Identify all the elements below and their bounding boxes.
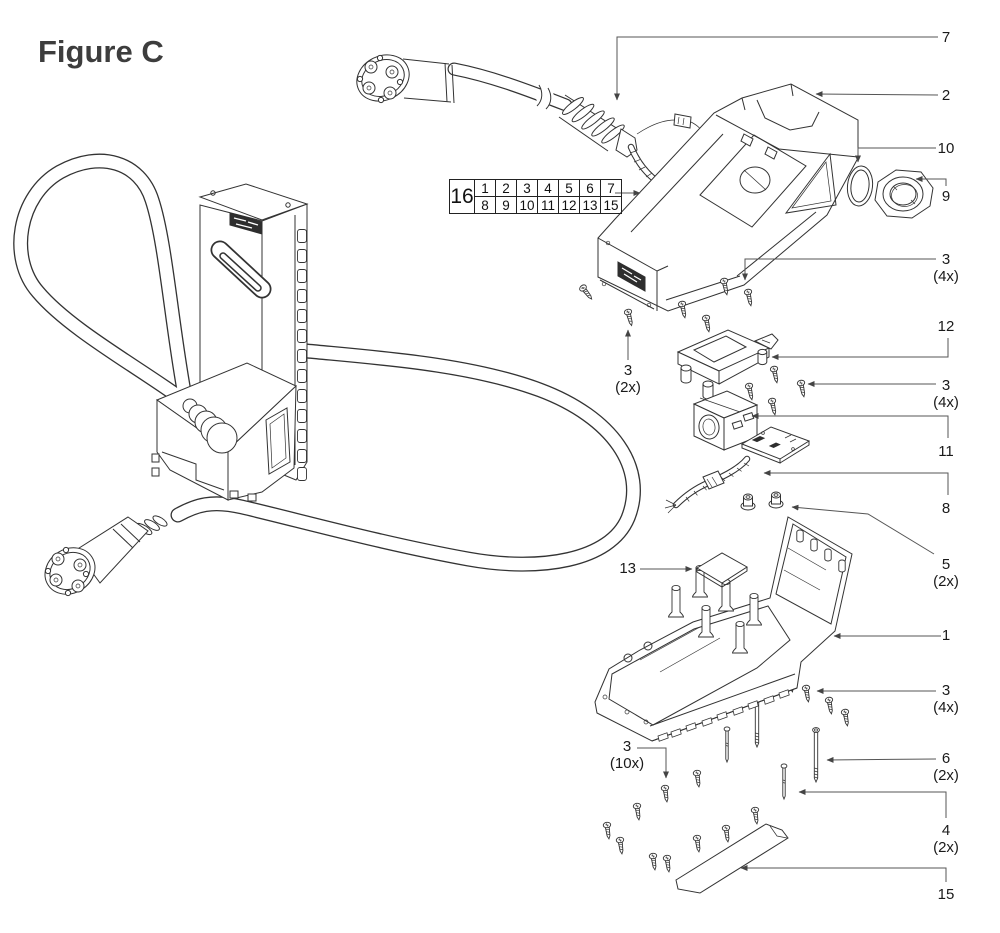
device-cable-run [170,343,641,572]
housing-logo-badge [617,261,646,292]
unit-boot-section [151,362,297,502]
callout-3-4x-c: 3(4x) [933,682,959,716]
callout-12: 12 [937,318,955,335]
callout-5-2x: 5(2x) [933,556,959,590]
callout-3-4x-a: 3(4x) [933,251,959,285]
strain-relief-gland [558,94,638,158]
callout-6-2x: 6(2x) [933,750,959,784]
connector-pinout-table: 16 1 2 3 4 5 6 7 8 9 10 11 12 13 15 [449,179,622,214]
callout-1: 1 [941,627,951,644]
figure-title: Figure C [38,34,164,69]
bracket-feet [680,348,768,400]
o-ring-10 [846,165,874,207]
callout-3-10x: 3(10x) [609,738,645,772]
callout-2: 2 [941,87,951,104]
callout-11: 11 [938,443,954,460]
callout-15: 15 [937,886,955,903]
assembled-unit [151,183,309,502]
cable-connector-bottom [44,515,168,597]
table-cell-16: 16 [449,179,475,214]
callout-10: 10 [937,140,955,157]
pcb-harness-8 [664,426,811,514]
mounting-bracket-12 [676,329,779,400]
carry-handle-cutout [210,240,272,299]
callout-3-2x: 3(2x) [615,362,641,396]
adhesive-pad-13 [696,552,748,588]
long-screws-6 [753,692,820,783]
callout-7: 7 [941,29,951,46]
rubber-grommets-5 [740,491,784,511]
ferrite-block-11 [692,390,759,451]
bottom-housing-1 [594,516,853,742]
callout-4-2x: 4(2x) [933,822,959,856]
label-strip-15 [675,823,789,894]
cable-gland [182,398,238,454]
callout-13: 13 [619,560,636,577]
callout-8: 8 [941,500,951,517]
device-cable-loop [13,153,198,420]
callout-9: 9 [941,188,951,205]
cable-assembly-7 [356,54,707,192]
lock-nut-9 [874,169,934,219]
upper-housing-2 [597,83,859,312]
callout-3-4x-b: 3(4x) [933,377,959,411]
brand-logo-badge [229,212,263,235]
leader-lines [614,36,949,882]
